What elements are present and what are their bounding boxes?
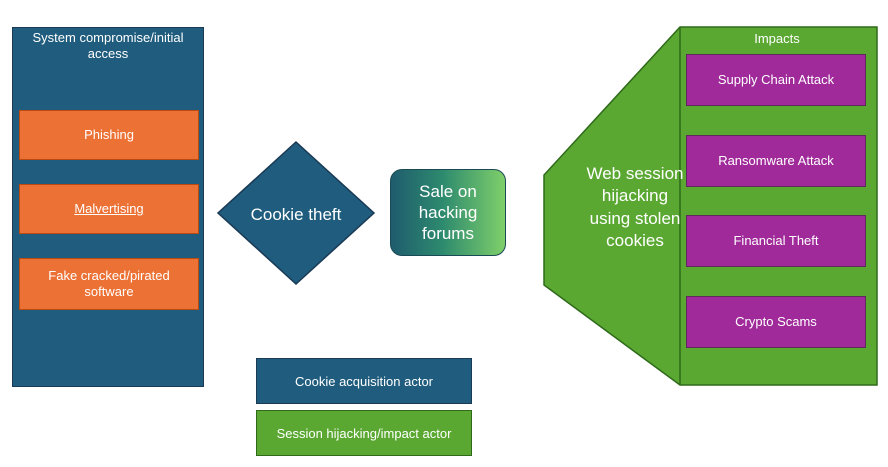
financial-theft-box: Financial Theft [686, 215, 866, 267]
cookie-theft-diamond [216, 140, 376, 286]
session-hijacking-shape [543, 26, 878, 386]
supply-chain-attack-box: Supply Chain Attack [686, 54, 866, 106]
phishing-label: Phishing [84, 127, 134, 142]
crypto-scams-box: Crypto Scams [686, 296, 866, 348]
legend-hijacking-actor: Session hijacking/impact actor [256, 410, 472, 456]
ransomware-attack-label: Ransomware Attack [718, 153, 834, 168]
ransomware-attack-box: Ransomware Attack [686, 135, 866, 187]
fake-software-label: Fake cracked/pirated software [48, 268, 170, 299]
phishing-box: Phishing [19, 110, 199, 160]
malvertising-label: Malvertising [74, 201, 144, 216]
malvertising-box: Malvertising [19, 184, 199, 234]
fake-software-box: Fake cracked/pirated software [19, 258, 199, 310]
initial-access-title: System compromise/initial access [32, 30, 184, 61]
financial-theft-label: Financial Theft [733, 233, 819, 248]
cookie-theft-label: Cookie theft [250, 205, 342, 224]
supply-chain-attack-label: Supply Chain Attack [717, 72, 835, 87]
crypto-scams-label: Crypto Scams [735, 314, 817, 329]
sale-on-forums-box: Sale on hacking forums [390, 169, 506, 256]
web-session-hijacking-label: Web session hijacking using stolen cooki… [586, 163, 684, 251]
legend-acquisition-actor: Cookie acquisition actor [256, 358, 472, 404]
impacts-title: Impacts [754, 31, 800, 46]
legend-hijacking-label: Session hijacking/impact actor [276, 425, 452, 441]
legend-acquisition-label: Cookie acquisition actor [294, 373, 434, 389]
sale-on-forums-label: Sale on hacking forums [418, 182, 478, 243]
